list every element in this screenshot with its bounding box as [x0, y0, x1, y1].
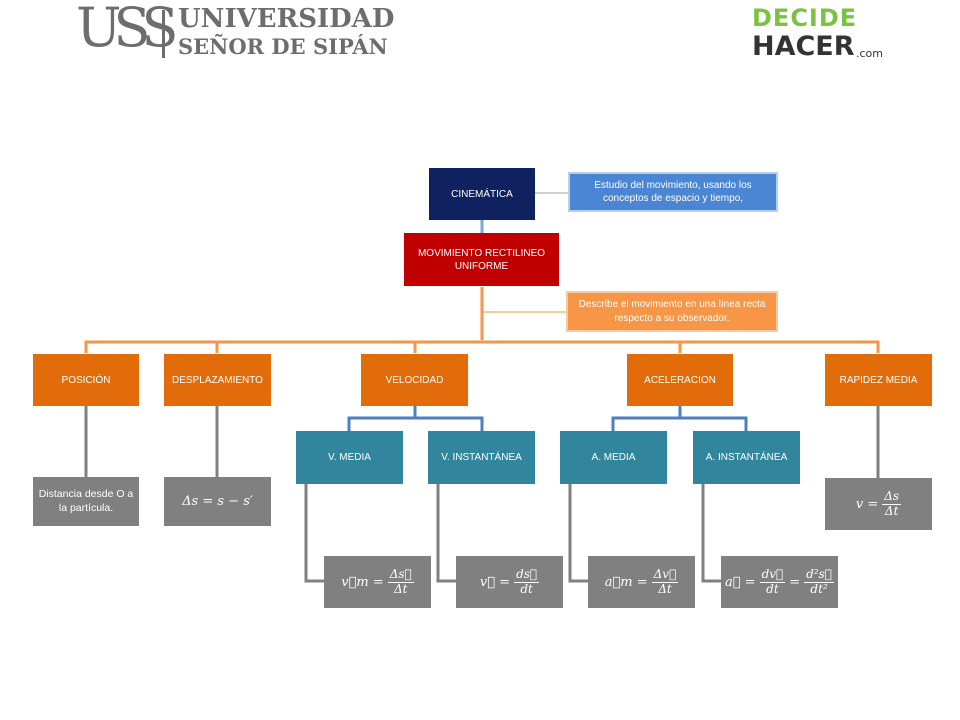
- numerator: d²s⃗: [804, 566, 834, 583]
- denominator: Δt: [884, 503, 899, 518]
- decide-hacer-logo: DECIDE HACER .com: [748, 4, 898, 64]
- node-rapidez-media: RAPIDEZ MEDIA: [825, 354, 932, 406]
- denominator: dt: [520, 581, 533, 596]
- formula-lhs: v =: [855, 496, 879, 512]
- leaf-posicion: Distancia desde O a la partícula.: [33, 477, 139, 526]
- connector: [568, 484, 588, 583]
- leaf-v-media: v⃗m = Δs⃗ Δt: [324, 556, 431, 608]
- uss-divider: [162, 10, 165, 58]
- leaf-a-instantanea: a⃗ = dv⃗ dt = d²s⃗ dt²: [721, 556, 838, 608]
- connector: [84, 340, 880, 353]
- numerator: Δs: [882, 488, 902, 505]
- node-a-instantanea: A. INSTANTÁNEA: [693, 431, 800, 484]
- node-aceleracion: ACELERACION: [627, 354, 733, 406]
- node-a-media: A. MEDIA: [560, 431, 667, 484]
- node-posicion: POSICIÓN: [33, 354, 139, 406]
- fraction: dv⃗ dt: [759, 566, 786, 597]
- node-velocidad: VELOCIDAD: [361, 354, 468, 406]
- numerator: Δs⃗: [387, 566, 414, 583]
- dh-line2: HACER: [752, 31, 855, 62]
- node-v-instantanea: V. INSTANTÁNEA: [428, 431, 535, 484]
- note-mru: Describe el movimiento en una línea rect…: [566, 291, 778, 332]
- fraction: d²s⃗ dt²: [804, 566, 834, 597]
- numerator: dv⃗: [759, 566, 786, 583]
- node-cinematica: CINEMÁTICA: [429, 168, 535, 220]
- leaf-v-instantanea: v⃗ = ds⃗ dt: [456, 556, 563, 608]
- fraction: Δs Δt: [882, 488, 902, 519]
- leaf-rapidez-media: v = Δs Δt: [825, 478, 932, 530]
- dh-line1: DECIDE: [752, 4, 858, 32]
- dh-suffix: .com: [856, 47, 883, 60]
- formula-lhs: v⃗ =: [479, 574, 511, 590]
- connector: [701, 484, 721, 583]
- fraction: Δv⃗ Δt: [651, 566, 679, 597]
- numerator: Δv⃗: [651, 566, 679, 583]
- denominator: Δt: [658, 581, 672, 596]
- formula-lhs: a⃗m =: [604, 574, 648, 590]
- denominator: dt²: [810, 581, 828, 596]
- node-mru: MOVIMIENTO RECTILINEO UNIFORME: [404, 233, 559, 286]
- fraction: ds⃗ dt: [514, 566, 540, 597]
- numerator: ds⃗: [514, 566, 540, 583]
- uss-mark: USS: [76, 0, 179, 59]
- fraction: Δs⃗ Δt: [387, 566, 414, 597]
- formula-desplazamiento: Δs = s − s′: [182, 494, 253, 509]
- denominator: Δt: [394, 581, 408, 596]
- connector: [436, 484, 456, 583]
- connector: [347, 416, 484, 431]
- formula-equals: =: [789, 574, 801, 590]
- denominator: dt: [766, 581, 779, 596]
- note-cinematica: Estudio del movimiento, usando los conce…: [568, 172, 778, 212]
- node-desplazamiento: DESPLAZAMIENTO: [164, 354, 271, 406]
- uss-line2: SEÑOR DE SIPÁN: [178, 34, 388, 59]
- uss-logo: USS UNIVERSIDAD SEÑOR DE SIPÁN: [76, 0, 416, 64]
- node-v-media: V. MEDIA: [296, 431, 403, 484]
- formula-lhs: a⃗ =: [724, 574, 756, 590]
- leaf-a-media: a⃗m = Δv⃗ Δt: [588, 556, 695, 608]
- leaf-desplazamiento: Δs = s − s′: [164, 477, 271, 526]
- connector: [611, 416, 748, 431]
- uss-line1: UNIVERSIDAD: [178, 4, 395, 34]
- formula-lhs: v⃗m =: [341, 574, 384, 590]
- connector: [304, 484, 324, 583]
